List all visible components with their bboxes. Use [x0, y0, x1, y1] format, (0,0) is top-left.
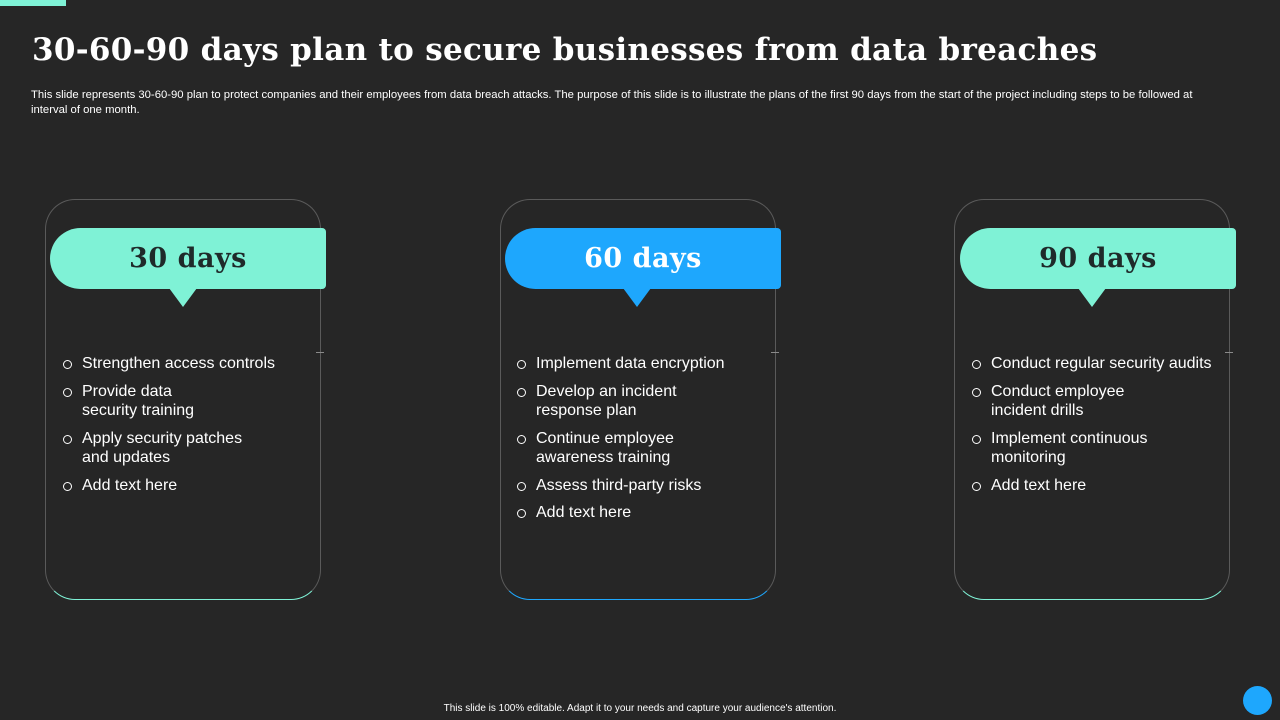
slide-title: 30-60-90 days plan to secure businesses …	[32, 32, 1098, 68]
list-item-text: Conduct regular security audits	[991, 355, 1212, 372]
bullet-circle-icon	[972, 387, 981, 397]
bullet-circle-icon	[517, 481, 526, 491]
phase-pointer-90	[1078, 288, 1106, 307]
phase-card-90	[954, 199, 1230, 600]
list-item-text: Strengthen access controls	[82, 355, 275, 372]
phase-header-30: 30 days	[50, 228, 326, 289]
phase-list-30: Strengthen access controls Provide data …	[63, 354, 293, 503]
phase-list-60: Implement data encryption Develop an inc…	[517, 354, 757, 531]
list-item-text: Conduct employee incident drills	[991, 382, 1125, 420]
list-item-text: Provide data security training	[82, 382, 195, 420]
phase-pointer-60	[623, 288, 651, 307]
bullet-circle-icon	[63, 434, 72, 444]
list-item-text: Assess third-party risks	[536, 476, 702, 494]
top-accent-bar	[0, 0, 66, 6]
bullet-circle-icon	[517, 434, 526, 444]
list-item: Continue employee awareness training	[517, 429, 697, 468]
list-item: Strengthen access controls	[63, 354, 293, 374]
list-item-text: Develop an incident response plan	[536, 382, 677, 420]
bullet-circle-icon	[63, 387, 72, 397]
list-item-text: Add text here	[991, 476, 1087, 494]
list-item: Add text here	[972, 476, 1222, 496]
phase-list-90: Conduct regular security audits Conduct …	[972, 354, 1222, 503]
list-item-text: Implement data encryption	[536, 355, 725, 372]
bullet-circle-icon	[517, 387, 526, 397]
phase-label-30: 30 days	[129, 243, 247, 274]
phase-card-60	[500, 199, 776, 600]
list-item: Conduct employee incident drills	[972, 382, 1142, 421]
bullet-circle-icon	[517, 360, 526, 369]
list-item: Assess third-party risks	[517, 476, 757, 496]
bullet-circle-icon	[63, 360, 72, 369]
list-item-text: Implement continuous monitoring	[991, 429, 1148, 467]
card-tick	[1225, 352, 1233, 353]
footer-note: This slide is 100% editable. Adapt it to…	[443, 703, 837, 714]
phase-header-60: 60 days	[505, 228, 781, 289]
corner-decoration-dot	[1243, 686, 1272, 715]
list-item-text: Add text here	[82, 476, 178, 494]
list-item: Implement data encryption	[517, 354, 757, 374]
phase-label-60: 60 days	[584, 243, 702, 274]
bullet-circle-icon	[972, 481, 981, 491]
list-item: Develop an incident response plan	[517, 382, 697, 421]
bullet-circle-icon	[972, 434, 981, 444]
card-tick	[771, 352, 779, 353]
phase-pointer-30	[169, 288, 197, 307]
bullet-circle-icon	[972, 360, 981, 369]
list-item-text: Add text here	[536, 504, 632, 521]
list-item-text: Apply security patches and updates	[82, 429, 243, 467]
phase-header-90: 90 days	[960, 228, 1236, 289]
list-item-text: Continue employee awareness training	[536, 429, 674, 467]
bullet-circle-icon	[63, 481, 72, 491]
list-item: Provide data security training	[63, 382, 213, 421]
bullet-circle-icon	[517, 509, 526, 518]
list-item: Add text here	[517, 503, 757, 523]
phase-label-90: 90 days	[1039, 243, 1157, 274]
list-item: Apply security patches and updates	[63, 429, 263, 468]
list-item: Add text here	[63, 476, 293, 496]
list-item: Conduct regular security audits	[972, 354, 1222, 374]
phase-card-30	[45, 199, 321, 600]
card-tick	[316, 352, 324, 353]
list-item: Implement continuous monitoring	[972, 429, 1162, 468]
slide-subtitle: This slide represents 30-60-90 plan to p…	[31, 89, 1193, 116]
